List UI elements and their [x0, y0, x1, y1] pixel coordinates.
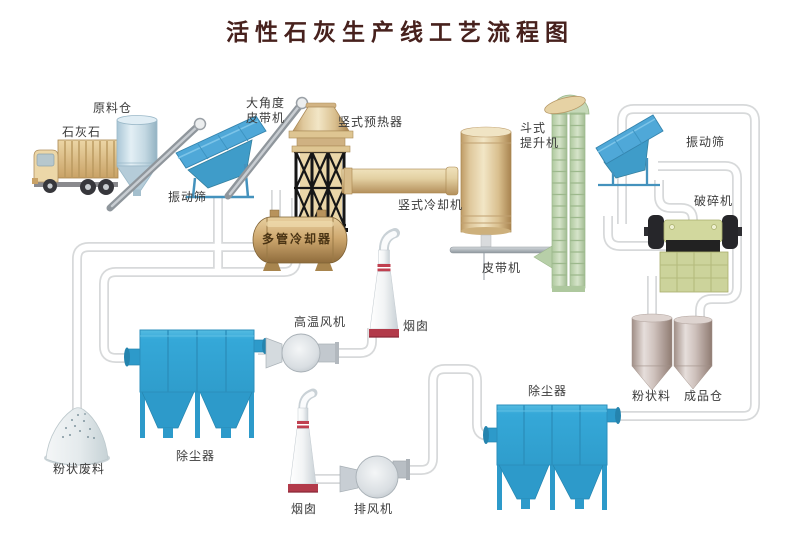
label-bucket-elevator: 斗式 提升机	[520, 121, 560, 150]
pipe-segment-core	[655, 180, 697, 230]
label-vib-screen-left: 振动筛	[168, 190, 208, 204]
label-vertical-cooler: 竖式冷却机	[398, 198, 464, 212]
dust-collector-2	[483, 404, 621, 510]
pipe-segment	[409, 364, 496, 475]
kiln-duct	[341, 166, 459, 196]
label-raw-silo: 原料仓	[93, 101, 133, 115]
label-dust-collector-1: 除尘器	[176, 449, 216, 463]
high-temperature-fan	[265, 333, 339, 373]
label-powder-waste: 粉状废料	[53, 462, 106, 476]
pipe-segment-core	[658, 162, 741, 324]
powder-waste-pile	[44, 407, 110, 466]
raw-material-silo	[116, 115, 158, 196]
label-dust-collector-2: 除尘器	[528, 384, 568, 398]
multi-tube-cooler	[252, 209, 348, 271]
label-chimney-1: 烟囱	[403, 319, 430, 333]
dust-collector-1	[124, 329, 268, 438]
inclined-belt-conveyor-1	[106, 117, 207, 212]
label-product-silo: 成品仓	[684, 389, 724, 403]
powder-material-silo	[631, 313, 673, 391]
vertical-preheater	[288, 102, 354, 232]
label-powder-material: 粉状料	[632, 389, 672, 403]
label-belt-conveyor: 皮带机	[482, 261, 522, 275]
label-vib-screen-right: 振动筛	[686, 135, 726, 149]
bucket-elevator	[533, 94, 590, 292]
limestone-truck	[32, 139, 119, 195]
label-preheater: 竖式预热器	[338, 115, 404, 129]
exhaust-fan	[339, 455, 410, 499]
label-crusher: 破碎机	[694, 194, 734, 208]
label-exhaust-fan: 排风机	[354, 502, 394, 516]
page-title: 活性石灰生产线工艺流程图	[226, 19, 574, 46]
pipe-segment-core	[604, 216, 684, 250]
label-multi-tube-cooler: 多管冷却器	[262, 232, 333, 246]
chimney-2	[288, 388, 318, 493]
label-ht-fan: 高温风机	[294, 315, 347, 329]
discharge-belt-conveyor	[449, 246, 567, 280]
pipe-segment-core	[610, 105, 759, 420]
crusher	[644, 215, 742, 293]
duct-pipe-network	[72, 104, 760, 484]
product-silo	[673, 315, 713, 390]
pipe-segment-core	[409, 365, 496, 474]
pipe-segment-core	[338, 328, 376, 357]
vertical-cooler	[460, 126, 512, 248]
pipe-segment-core	[100, 198, 300, 362]
vibrating-screen-left	[175, 115, 267, 199]
label-chimney-2: 烟囱	[291, 502, 318, 516]
label-big-angle-belt: 大角度 皮带机	[246, 96, 286, 125]
label-limestone: 石灰石	[62, 125, 102, 139]
chimney-1	[369, 228, 400, 338]
vibrating-screen-right	[595, 114, 664, 187]
